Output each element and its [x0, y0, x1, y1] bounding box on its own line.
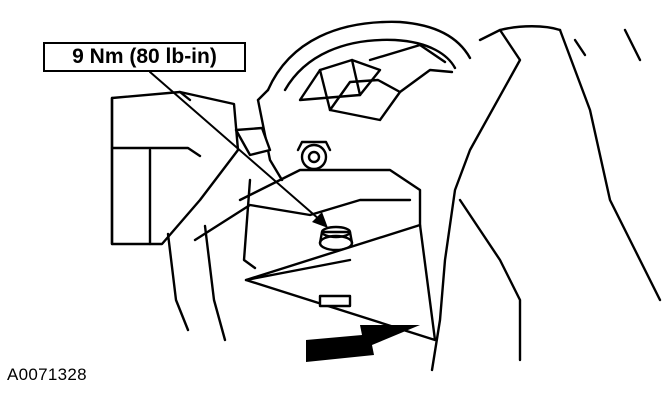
- callout-leader-line: [149, 71, 321, 221]
- cover-plate: [244, 223, 437, 342]
- direction-arrow: [306, 325, 420, 362]
- bolt-head: [296, 140, 332, 171]
- left-panel-component: [110, 90, 240, 246]
- retaining-nut: [318, 225, 354, 252]
- torque-callout: 9 Nm (80 lb-in): [43, 42, 246, 72]
- housing-side-panel: [430, 25, 662, 372]
- central-housing: [166, 126, 422, 342]
- mounting-bracket-frame: [256, 20, 472, 182]
- figure-id: A0071328: [7, 365, 87, 384]
- callout-leader-arrowhead: [312, 212, 328, 228]
